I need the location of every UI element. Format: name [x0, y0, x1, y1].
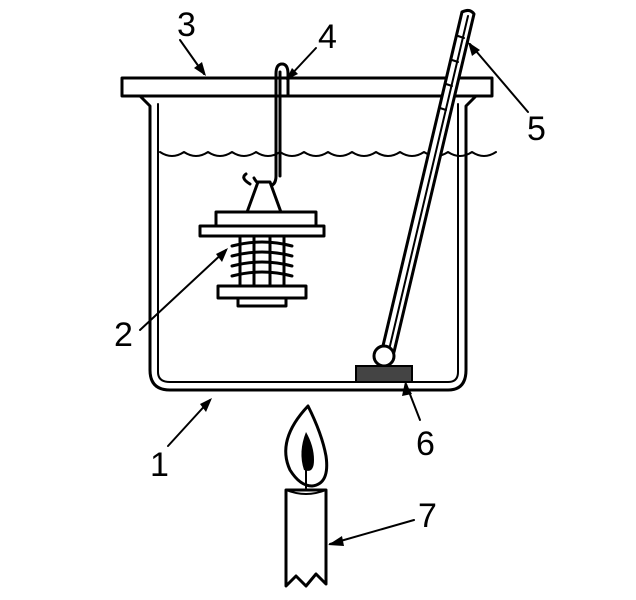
leader-lines — [139, 39, 529, 545]
arrowhead-5 — [468, 42, 480, 56]
callout-5: 5 — [527, 110, 546, 148]
lid — [120, 76, 494, 98]
arrowhead-1 — [200, 398, 212, 412]
water-surface — [159, 151, 497, 157]
callout-6: 6 — [416, 425, 435, 463]
callout-7: 7 — [418, 497, 437, 535]
leader-line-2 — [139, 249, 227, 331]
arrowhead-6 — [402, 382, 412, 396]
arrowhead-2 — [216, 248, 228, 262]
thermostat — [198, 172, 326, 308]
callout-2: 2 — [114, 316, 133, 354]
insulating-pad — [355, 365, 413, 383]
callout-4: 4 — [318, 18, 337, 56]
callout-3: 3 — [177, 6, 196, 44]
arrowhead-3 — [194, 62, 206, 76]
heat-source — [284, 404, 329, 588]
leader-line-5 — [469, 43, 529, 113]
arrowheads — [194, 42, 480, 546]
callout-1: 1 — [150, 446, 169, 484]
leader-line-7 — [329, 519, 415, 545]
arrowhead-4 — [286, 68, 298, 80]
thermometer — [372, 8, 476, 368]
beaker — [138, 94, 478, 392]
arrowhead-7 — [328, 536, 344, 546]
